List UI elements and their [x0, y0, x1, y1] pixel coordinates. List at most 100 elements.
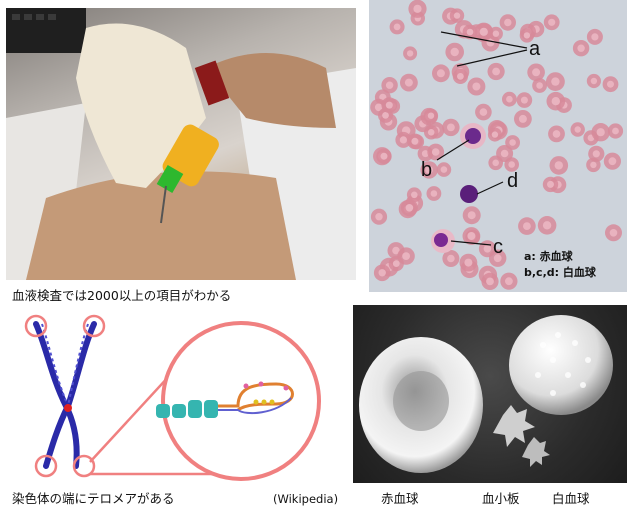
smear-legend-rbc: a: 赤血球: [524, 249, 574, 263]
sem-micrograph: [353, 305, 627, 483]
red-blood-cell-center: [404, 78, 413, 87]
red-blood-cell-center: [450, 47, 459, 57]
telomere-circle: [82, 314, 106, 338]
red-blood-cell-center: [402, 252, 410, 260]
blood-draw-photo: [6, 8, 356, 280]
sem-label-wbc: 白血球: [552, 491, 590, 506]
red-blood-cell-center: [607, 80, 614, 88]
red-blood-cell-center: [547, 180, 554, 188]
chromosome-diagram: [6, 306, 346, 486]
red-blood-cell-center: [592, 150, 600, 158]
red-blood-cell-center: [421, 150, 429, 158]
red-blood-cell-center: [536, 82, 543, 89]
red-blood-cell-center: [554, 161, 563, 170]
smear-legend-wbc: b,c,d: 白血球: [524, 265, 597, 279]
red-blood-cell-center: [430, 190, 438, 197]
red-blood-cell-center: [492, 30, 500, 37]
red-blood-cell-center: [504, 18, 512, 27]
smear-label-a: a: [529, 38, 541, 60]
telomere-circle: [24, 314, 48, 338]
red-blood-cell-center: [577, 44, 585, 52]
red-blood-cell-center: [472, 82, 481, 91]
magnifier-circle: [161, 321, 321, 481]
red-blood-cell-center: [532, 68, 541, 77]
red-blood-cell-center: [466, 28, 474, 36]
red-blood-cell-center: [393, 23, 401, 31]
red-blood-cell-center: [411, 137, 419, 145]
red-blood-cell-center: [392, 246, 400, 255]
red-blood-cell-center: [574, 126, 581, 133]
red-blood-cell-center: [405, 204, 414, 212]
red-blood-cell-center: [457, 73, 464, 80]
sem-illustration: [359, 315, 613, 473]
red-blood-cell-center: [590, 77, 598, 85]
red-blood-cell-center: [523, 32, 531, 39]
blood-draw-illustration: [6, 8, 356, 280]
smear-label-d: d: [507, 170, 518, 192]
red-blood-cell-center: [508, 161, 515, 168]
red-blood-cell-center: [551, 77, 560, 86]
red-blood-cell-center: [506, 95, 513, 103]
red-blood-cell-center: [385, 81, 394, 89]
wbc-d: [460, 185, 478, 203]
red-blood-cell-center: [431, 148, 440, 156]
red-blood-cell-center: [382, 112, 389, 119]
blood-smear-illustration: a b d c a: 赤血球 b,c,d: 白血球: [370, 0, 624, 290]
red-blood-cell-center: [509, 139, 516, 146]
chromosome-illustration: [24, 314, 321, 481]
red-blood-cell-center: [467, 211, 476, 220]
red-blood-cell-center: [608, 157, 617, 166]
red-blood-cell-center: [491, 131, 499, 138]
red-blood-cell-center: [479, 27, 488, 36]
red-blood-cell-center: [542, 221, 552, 230]
red-blood-cell-center: [467, 232, 476, 240]
red-blood-cell-center: [591, 33, 599, 41]
red-blood-cell-center: [590, 161, 597, 169]
telomere-circle: [72, 454, 96, 478]
red-blood-cell-center: [464, 258, 473, 267]
red-blood-cell-center: [609, 229, 618, 237]
red-blood-cell-center: [552, 130, 561, 138]
sem-platelet: [493, 405, 535, 447]
red-blood-cell-center: [406, 50, 414, 57]
red-blood-cell-center: [413, 4, 422, 13]
red-blood-cell-center: [523, 222, 531, 231]
red-blood-cell-center: [447, 123, 455, 132]
red-blood-cell-center: [436, 69, 445, 78]
sem-wbc: [509, 315, 613, 415]
red-blood-cell-center: [500, 149, 509, 158]
red-blood-cell-center: [380, 152, 388, 160]
red-blood-cell-center: [392, 260, 400, 267]
chromosome-caption: 染色体の端にテロメアがある: [12, 491, 175, 506]
red-blood-cell-center: [447, 254, 455, 263]
red-blood-cell-center: [520, 96, 528, 104]
red-blood-cell-center: [440, 166, 448, 173]
red-blood-cell-center: [551, 97, 560, 106]
red-blood-cells: [370, 0, 624, 290]
red-blood-cell-center: [374, 103, 383, 112]
red-blood-cell-center: [427, 112, 435, 119]
red-blood-cell-center: [505, 277, 513, 286]
red-blood-cell-center: [385, 101, 393, 109]
blood-draw-caption: 血液検査では2000以上の項目がわかる: [12, 288, 232, 303]
red-blood-cell-center: [427, 129, 435, 136]
red-blood-cell-center: [548, 18, 556, 26]
red-blood-cell-center: [479, 108, 488, 116]
sem-label-rbc: 赤血球: [381, 491, 419, 506]
red-blood-cell-center: [492, 159, 499, 167]
sem-label-platelet: 血小板: [482, 491, 520, 506]
red-blood-cell-center: [399, 136, 407, 144]
red-blood-cell-center: [518, 114, 527, 123]
red-blood-cell-center: [486, 277, 494, 286]
red-blood-cell-center: [453, 12, 461, 19]
red-blood-cell-center: [378, 269, 386, 277]
red-blood-cell-center: [425, 166, 433, 174]
telomere-circle: [34, 454, 58, 478]
wbc-c: [434, 233, 448, 247]
red-blood-cell-center: [612, 127, 619, 135]
blood-smear-micrograph: a b d c a: 赤血球 b,c,d: 白血球: [369, 0, 627, 292]
red-blood-cell-center: [375, 213, 383, 221]
smear-label-b: b: [421, 159, 432, 181]
smear-label-c: c: [493, 236, 503, 258]
red-blood-cell-center: [492, 67, 500, 76]
